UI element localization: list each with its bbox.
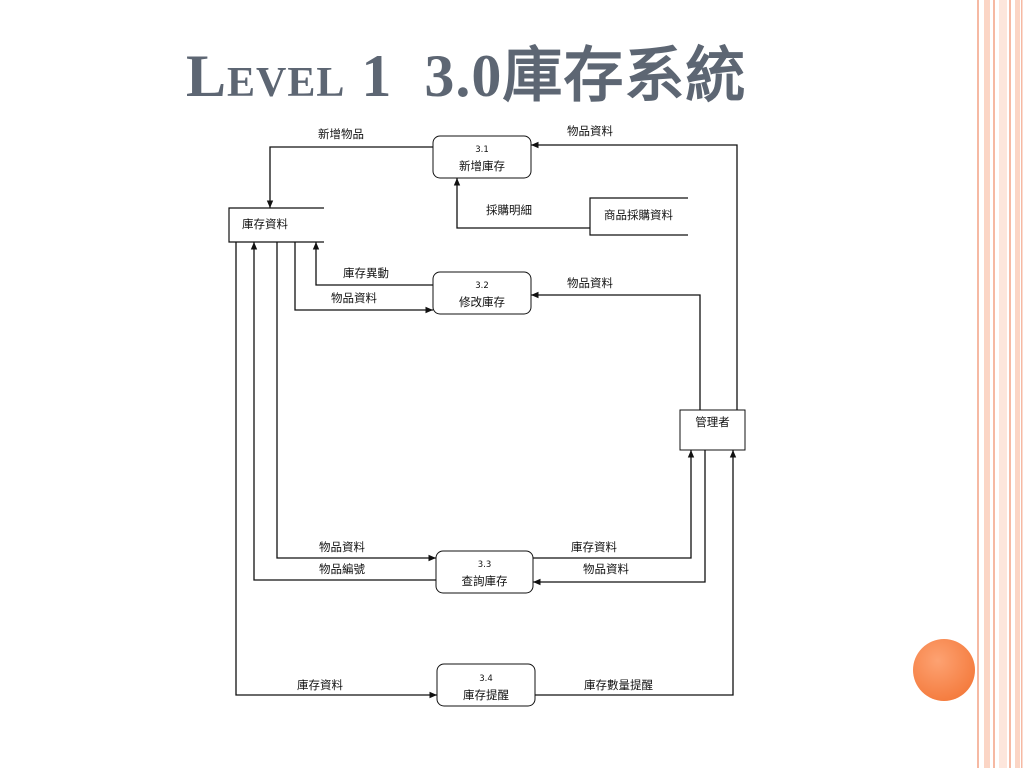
flow-label: 庫存資料 <box>571 540 617 554</box>
process-name: 修改庫存 <box>459 295 505 309</box>
data-store-inventory: 庫存資料 <box>228 207 324 243</box>
flow-3-2-to-inventory-store <box>312 242 433 286</box>
flow-label: 物品資料 <box>331 291 377 305</box>
entity-box <box>679 409 746 451</box>
flow-label: 物品資料 <box>319 540 365 554</box>
stripe-line <box>993 0 995 768</box>
flow-manager-to-3-3 <box>533 450 706 586</box>
process-3-2: 3.2 修改庫存 <box>432 271 532 315</box>
flow-label: 物品資料 <box>583 562 629 576</box>
flow-manager-to-3-1 <box>531 141 738 410</box>
process-name: 新增庫存 <box>459 159 505 173</box>
flow-inventory-store-to-3-3 <box>276 242 436 562</box>
stripe-band <box>999 0 1007 768</box>
process-number: 3.4 <box>479 674 493 684</box>
process-number: 3.2 <box>475 281 489 291</box>
flow-purchase-store-to-3-1 <box>453 178 590 229</box>
flow-3-3-to-inventory-store <box>250 242 436 581</box>
process-3-4: 3.4 庫存提醒 <box>436 663 536 707</box>
flow-3-3-to-manager <box>533 450 695 559</box>
process-number: 3.1 <box>475 145 489 155</box>
orange-circle-decoration <box>913 639 975 701</box>
slide-title: Level 1 3.0庫存系統 <box>186 43 747 109</box>
right-border-stripes <box>977 0 1023 768</box>
flow-label: 物品資料 <box>567 276 613 290</box>
stripe-line <box>1009 0 1011 768</box>
process-name: 庫存提醒 <box>463 688 509 702</box>
data-store-label: 庫存資料 <box>242 217 288 231</box>
entity-label: 管理者 <box>695 415 730 429</box>
flow-label: 採購明細 <box>486 203 532 217</box>
process-3-1: 3.1 新增庫存 <box>432 135 532 179</box>
flow-label: 庫存數量提醒 <box>584 678 653 692</box>
flow-label: 新增物品 <box>318 127 364 141</box>
stripe-band <box>1015 0 1020 768</box>
stripe-line <box>977 0 979 768</box>
stripe-band <box>984 0 990 768</box>
flow-manager-to-3-2 <box>531 291 701 410</box>
process-box <box>435 550 534 594</box>
flow-label: 庫存資料 <box>297 678 343 692</box>
flow-label: 物品資料 <box>567 124 613 138</box>
flow-inventory-store-to-3-4 <box>235 242 437 699</box>
flow-inventory-store-to-3-2 <box>294 242 433 314</box>
flow-label: 庫存異動 <box>343 266 389 280</box>
external-entity-manager: 管理者 <box>679 409 746 451</box>
process-number: 3.3 <box>478 560 492 570</box>
data-store-purchase: 商品採購資料 <box>589 197 688 236</box>
flow-label: 物品編號 <box>319 562 365 576</box>
data-store-label: 商品採購資料 <box>604 208 673 222</box>
stripe-line <box>1021 0 1023 768</box>
flow-3-1-to-inventory-store <box>266 146 433 208</box>
process-box <box>432 135 532 179</box>
process-name: 查詢庫存 <box>462 574 508 588</box>
process-box <box>432 271 532 315</box>
data-store-outline <box>589 197 688 236</box>
flow-3-4-to-manager <box>535 450 737 696</box>
process-box <box>436 663 536 707</box>
process-3-3: 3.3 查詢庫存 <box>435 550 534 594</box>
data-flows: 物品資料 新增物品 採購明細 庫存異動 物品資料 物品資料 物品資料 物品編號 … <box>235 124 738 699</box>
